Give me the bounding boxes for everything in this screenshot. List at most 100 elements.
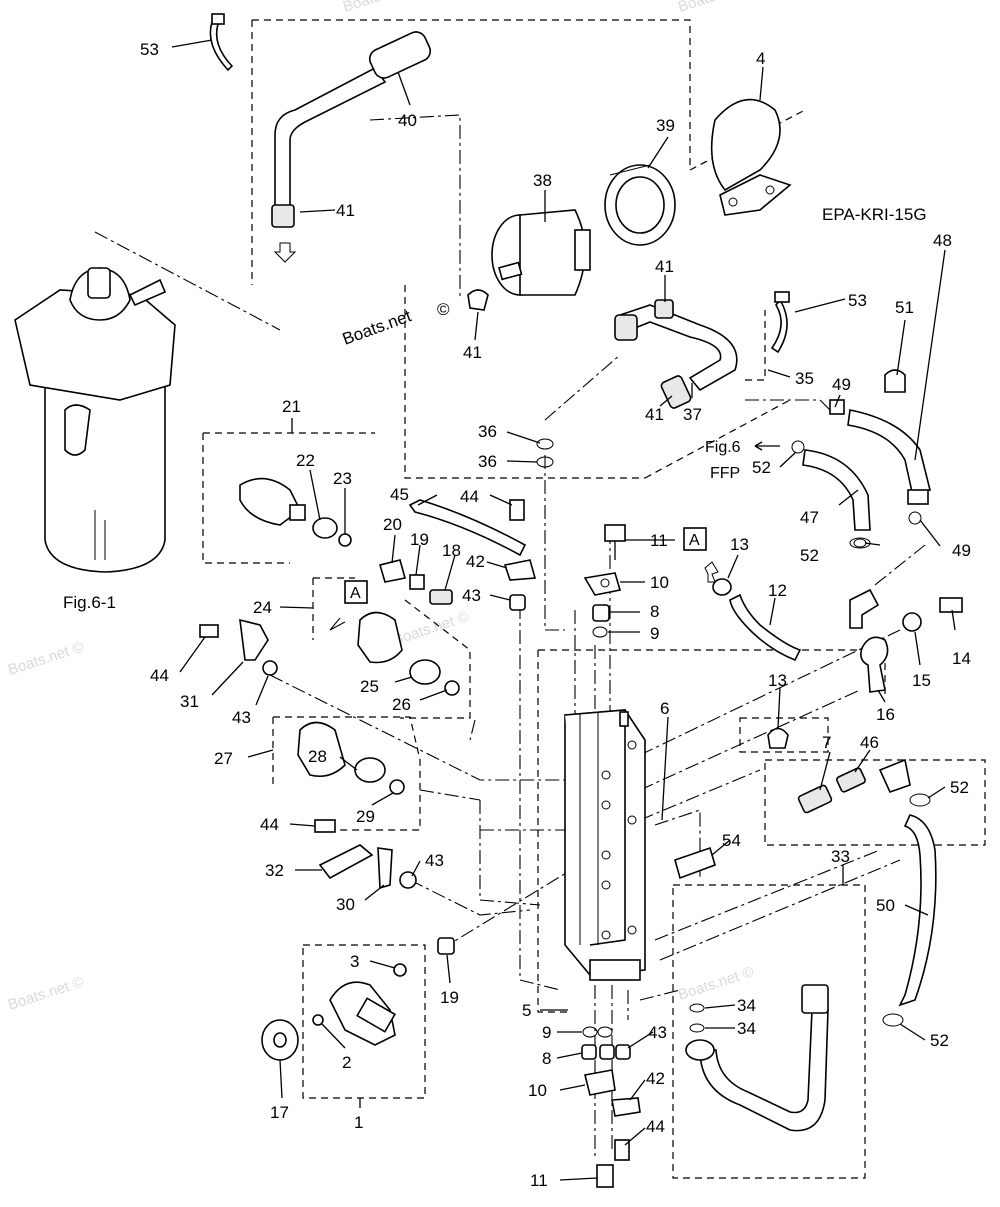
callout-37: 37 xyxy=(683,405,702,424)
callout-44: 44 xyxy=(460,487,479,506)
callout-24: 24 xyxy=(253,598,272,617)
callout-38: 38 xyxy=(533,171,552,190)
callout-1: 1 xyxy=(354,1113,363,1132)
callout-53: 53 xyxy=(140,40,159,59)
callout-36: 36 xyxy=(478,452,497,471)
callout-3: 3 xyxy=(350,952,359,971)
callout-34: 34 xyxy=(737,996,756,1015)
callout-9: 9 xyxy=(650,624,659,643)
leader-lines xyxy=(94,114,926,1160)
callout-35: 35 xyxy=(795,369,814,388)
callout-49: 49 xyxy=(952,541,971,560)
callout-18: 18 xyxy=(442,541,461,560)
callout-15: 15 xyxy=(912,671,931,690)
callout-10: 10 xyxy=(650,573,669,592)
callout-47: 47 xyxy=(800,508,819,527)
callout-25: 25 xyxy=(360,677,379,696)
callout-41: 41 xyxy=(645,405,664,424)
callout-14: 14 xyxy=(952,649,971,668)
callout-46: 46 xyxy=(860,733,879,752)
ref-marker-a: A xyxy=(350,585,361,602)
callout-12: 12 xyxy=(768,581,787,600)
group-boxes xyxy=(202,19,986,1179)
fig-ref-hose-sub: FFP xyxy=(710,465,740,482)
callout-13: 13 xyxy=(768,671,787,690)
callout-42: 42 xyxy=(466,552,485,571)
callout-4: 4 xyxy=(756,49,765,68)
callout-45: 45 xyxy=(390,485,409,504)
fig-ref-hose: Fig.6 xyxy=(705,439,741,456)
callout-52: 52 xyxy=(752,458,771,477)
callout-34: 34 xyxy=(737,1019,756,1038)
callout-11: 11 xyxy=(650,531,668,550)
callout-49: 49 xyxy=(832,375,851,394)
callout-10: 10 xyxy=(528,1081,547,1100)
model-code: EPA-KRI-15G xyxy=(822,205,927,224)
callout-42: 42 xyxy=(646,1069,665,1088)
callout-29: 29 xyxy=(356,807,375,826)
ring-39 xyxy=(604,164,676,246)
callout-13: 13 xyxy=(730,535,749,554)
callout-27: 27 xyxy=(214,749,233,768)
callout-5: 5 xyxy=(522,1001,531,1020)
callout-40: 40 xyxy=(398,111,417,130)
callout-31: 31 xyxy=(180,692,199,711)
callout-20: 20 xyxy=(383,515,402,534)
callout-44: 44 xyxy=(150,666,169,685)
callout-48: 48 xyxy=(933,231,952,250)
watermark: Boats.net © xyxy=(341,0,421,16)
callout-41: 41 xyxy=(463,343,482,362)
callout-17: 17 xyxy=(270,1103,289,1122)
ref-marker-a: A xyxy=(689,532,700,549)
fuel-filter-housing xyxy=(14,267,176,573)
callout-21: 21 xyxy=(282,397,301,416)
callout-19: 19 xyxy=(410,530,429,549)
callout-52: 52 xyxy=(800,546,819,565)
callout-26: 26 xyxy=(392,695,411,714)
callout-43: 43 xyxy=(425,851,444,870)
watermark: Boats.net © xyxy=(391,608,471,648)
callout-51: 50 xyxy=(876,896,895,915)
callout-36: 36 xyxy=(478,422,497,441)
callout-44: 44 xyxy=(260,815,279,834)
watermark-inline: Boats.net xyxy=(340,306,414,349)
watermark: Boats.net © xyxy=(6,638,86,678)
callout-23: 23 xyxy=(333,469,352,488)
watermark: Boats.net © xyxy=(676,0,756,16)
watermark-inline-symbol: © xyxy=(437,300,450,319)
ref-markers: A A xyxy=(329,527,707,631)
callout-9: 9 xyxy=(542,1023,551,1042)
callout-16: 16 xyxy=(876,705,895,724)
parts xyxy=(14,13,963,1188)
callout-11: 11 xyxy=(530,1171,548,1190)
callout-39: 39 xyxy=(656,116,675,135)
callout-43: 43 xyxy=(232,708,251,727)
callout-52: 52 xyxy=(930,1031,949,1050)
callout-44: 44 xyxy=(646,1117,665,1136)
callout-41: 41 xyxy=(655,257,674,276)
callout-7: 7 xyxy=(822,733,831,752)
callout-53: 53 xyxy=(848,291,867,310)
callout-52: 52 xyxy=(950,778,969,797)
callout-41: 41 xyxy=(336,201,355,220)
callout-8: 8 xyxy=(542,1049,551,1068)
callout-43: 43 xyxy=(462,586,481,605)
callout-30: 30 xyxy=(336,895,355,914)
watermark: Boats.net © xyxy=(6,973,86,1013)
bracket-4 xyxy=(710,98,792,216)
callout-6: 6 xyxy=(660,699,669,718)
callout-54: 54 xyxy=(722,831,741,850)
callout-leaders xyxy=(171,39,956,1181)
callout-19: 19 xyxy=(440,988,459,1007)
fig-ref-main: Fig.6-1 xyxy=(63,593,116,612)
callout-33: 33 xyxy=(831,847,850,866)
callout-32: 32 xyxy=(265,861,284,880)
callout-8: 8 xyxy=(650,602,659,621)
callout-50: 51 xyxy=(895,298,914,317)
callouts: 53 40 41 4 39 38 41 41 53 48 51 49 35 41… xyxy=(140,40,971,1190)
callout-43: 43 xyxy=(648,1023,667,1042)
callout-22: 22 xyxy=(296,451,315,470)
fuel-rail-6 xyxy=(564,709,646,981)
callout-2: 2 xyxy=(342,1053,351,1072)
